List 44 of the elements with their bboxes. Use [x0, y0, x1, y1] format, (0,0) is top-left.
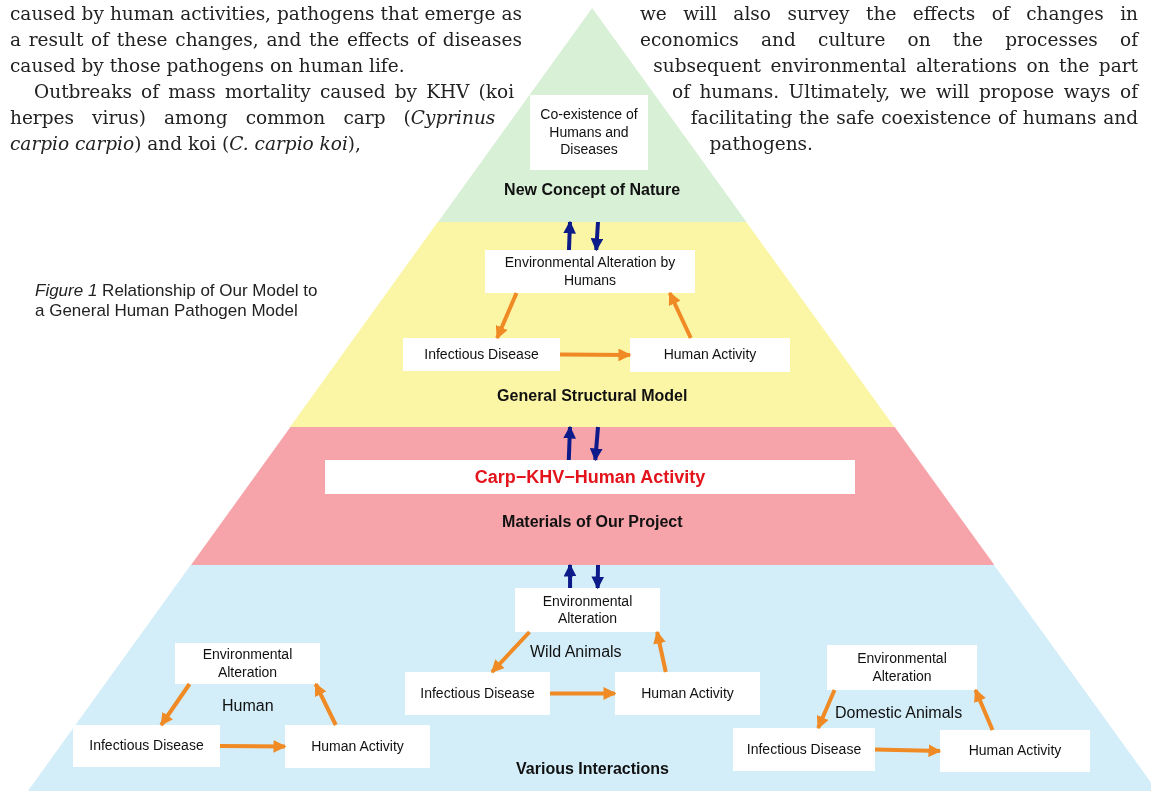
arrow — [563, 425, 576, 461]
arrow — [220, 740, 287, 753]
label-card: Co-existence of Humans and Diseases — [530, 95, 648, 170]
label-card: Carp−KHV−Human Activity — [325, 460, 855, 494]
arrow — [563, 563, 577, 588]
arrow — [591, 564, 605, 590]
label-card: Human Activity — [615, 672, 760, 715]
label-card: Environmental Alteration — [827, 645, 977, 690]
label-card: Infectious Disease — [733, 728, 875, 771]
pyramid-tier — [190, 427, 994, 565]
body-paragraph: caused by human activities, pathogens that emerge as a result of these changes, and the effects of diseases caused by those pathogens on human life. — [10, 2, 522, 78]
label-card: Infectious Disease — [403, 338, 560, 371]
tier-heading: New Concept of Nature — [504, 181, 681, 199]
tier-heading: General Structural Model — [497, 387, 688, 405]
arrow — [490, 630, 531, 674]
tier-heading: Various Interactions — [516, 760, 669, 778]
arrow — [559, 348, 632, 362]
tier-heading: Materials of Our Project — [502, 513, 683, 531]
group-label: Domestic Animals — [835, 704, 963, 722]
arrow — [816, 689, 837, 730]
label-card: Human Activity — [285, 725, 430, 768]
label-card: Human Activity — [940, 730, 1090, 772]
arrow — [563, 220, 576, 251]
arrow — [667, 291, 693, 339]
arrow — [159, 682, 192, 727]
arrow — [653, 630, 668, 673]
arrow — [589, 426, 603, 462]
label-card: Human Activity — [630, 338, 790, 372]
arrow — [973, 688, 995, 731]
label-card: Infectious Disease — [73, 725, 220, 767]
figure-caption: Figure 1 Relationship of Our Model to a General Human Pathogen Model — [35, 281, 319, 321]
arrow — [550, 687, 617, 700]
label-card: Environmental Alteration — [175, 643, 320, 684]
pyramid-tier — [25, 565, 1151, 791]
label-card: Infectious Disease — [405, 672, 550, 715]
arrow — [874, 744, 942, 758]
group-label: Human — [222, 697, 274, 715]
label-card: Environmental Alteration by Humans — [485, 250, 695, 293]
label-card: Environmental Alteration — [515, 588, 660, 632]
group-label: Wild Animals — [530, 643, 622, 661]
body-paragraph: Outbreaks of mass mortality caused by KHV (koi herpes virus) among common carp (Cyprinus carpio carpio) and koi (C. carpio koi), — [10, 80, 516, 156]
arrow — [313, 682, 338, 726]
arrow — [495, 292, 519, 340]
arrow — [590, 221, 604, 252]
